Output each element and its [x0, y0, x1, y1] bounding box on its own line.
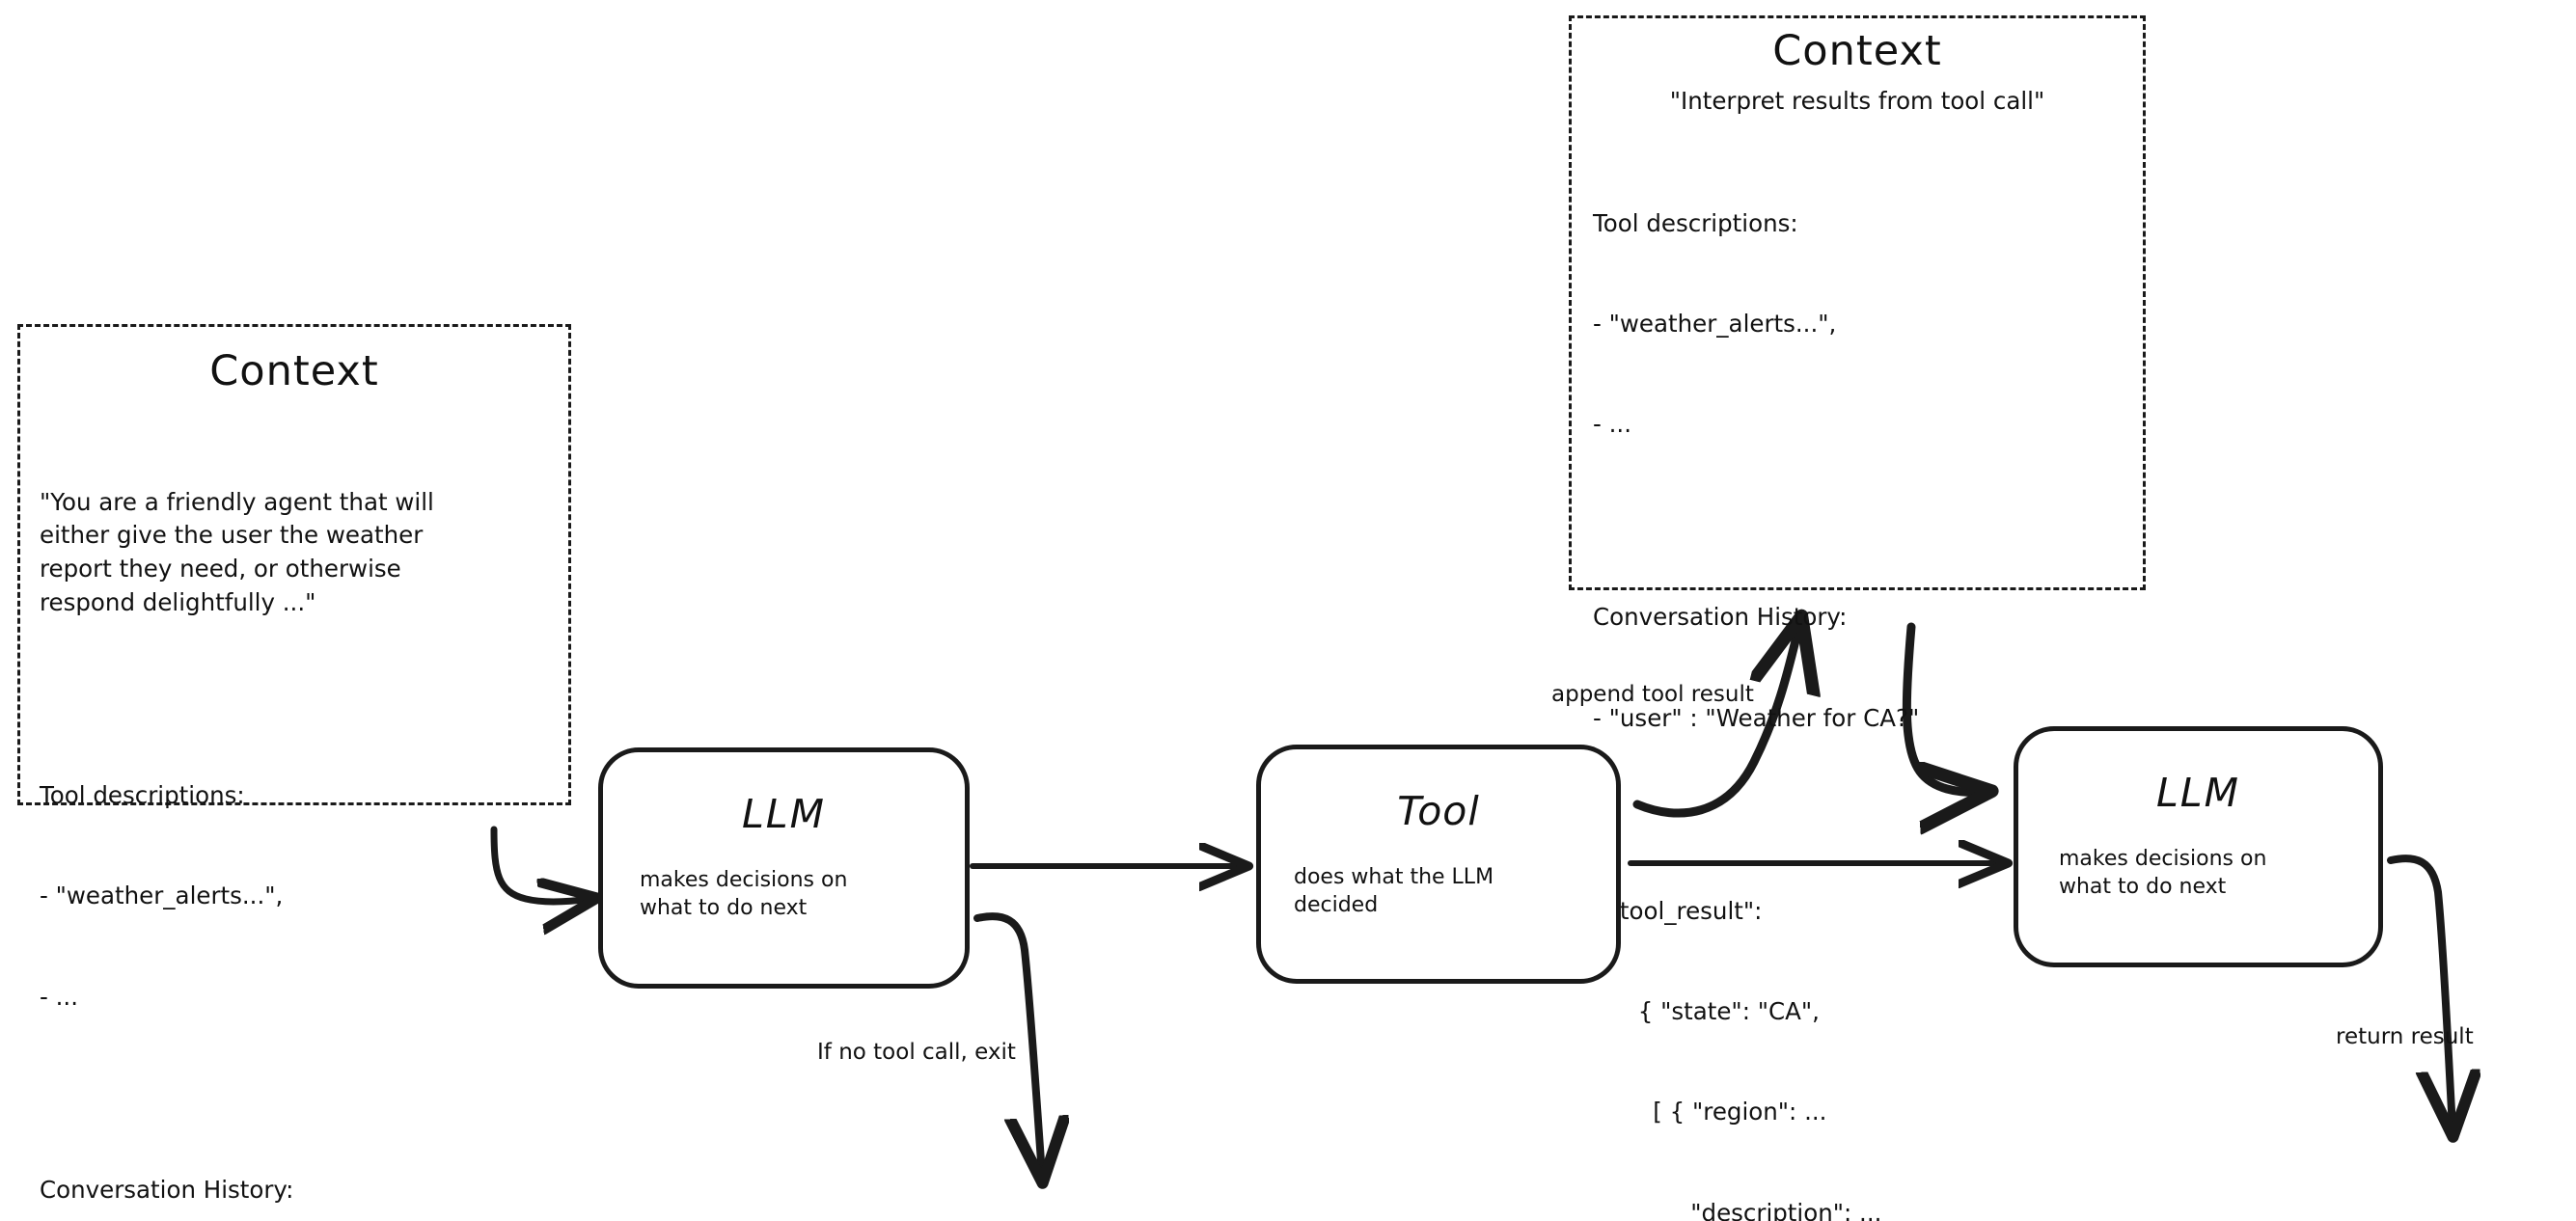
node-llm-second[interactable]: LLM makes decisions on what to do next	[2014, 726, 2383, 967]
spacer	[40, 687, 551, 712]
context-left-tool-item: - "weather_alerts...",	[40, 882, 284, 910]
context-right-title: Context	[1772, 27, 1942, 75]
node-llm-first[interactable]: LLM makes decisions on what to do next	[598, 747, 970, 989]
node-llm-second-subtitle: makes decisions on what to do next	[2059, 847, 2267, 900]
node-tool-subtitle: does what the LLM decided	[1294, 865, 1494, 918]
context-right-tools-header: Tool descriptions:	[1593, 208, 1798, 237]
edge-label-return-result: return result	[2336, 1024, 2474, 1049]
edge-label-if-no-tool-call-exit: If no tool call, exit	[817, 1040, 1016, 1065]
context-right-body: Tool descriptions: - "weather_alerts..."…	[1572, 140, 2143, 1221]
context-box-right: Context "Interpret results from tool cal…	[1569, 15, 2146, 1221]
context-right-tool-item: - ...	[1593, 410, 1631, 439]
context-right-tool-result-line: "description": ...	[1593, 1198, 1882, 1221]
context-left-body: "You are a friendly agent that will eith…	[20, 419, 568, 1221]
spacer	[40, 1081, 551, 1106]
edge-label-append-tool-result: append tool result	[1551, 682, 1754, 707]
spacer	[1593, 509, 2125, 534]
node-llm-second-title: LLM	[2155, 770, 2241, 816]
context-left-tools-header: Tool descriptions:	[40, 780, 245, 809]
context-right-tool-result-line: [ { "region": ...	[1593, 1098, 1827, 1126]
context-left-tool-item: - ...	[40, 982, 78, 1011]
context-left-title: Context	[209, 347, 379, 395]
context-right-tool-item: - "weather_alerts...",	[1593, 310, 1837, 339]
node-llm-first-title: LLM	[741, 791, 827, 837]
context-right-conversation-item: - "user" : "Weather for CA?"	[1593, 703, 1920, 732]
node-llm-first-subtitle: makes decisions on what to do next	[640, 868, 848, 921]
context-right-tool-result-line: { "state": "CA",	[1593, 996, 1820, 1025]
context-box-left: Context "You are a friendly agent that w…	[17, 324, 571, 1204]
context-left-conversation-header: Conversation History:	[40, 1175, 294, 1204]
context-right-system-prompt: "Interpret results from tool call"	[1669, 87, 2045, 116]
node-tool-title: Tool	[1397, 788, 1480, 834]
edge-llm2-return	[2387, 855, 2453, 1128]
node-tool[interactable]: Tool does what the LLM decided	[1256, 745, 1621, 984]
context-left-system-prompt: "You are a friendly agent that will eith…	[40, 487, 434, 617]
context-right-conversation-header: Conversation History:	[1593, 603, 1848, 632]
